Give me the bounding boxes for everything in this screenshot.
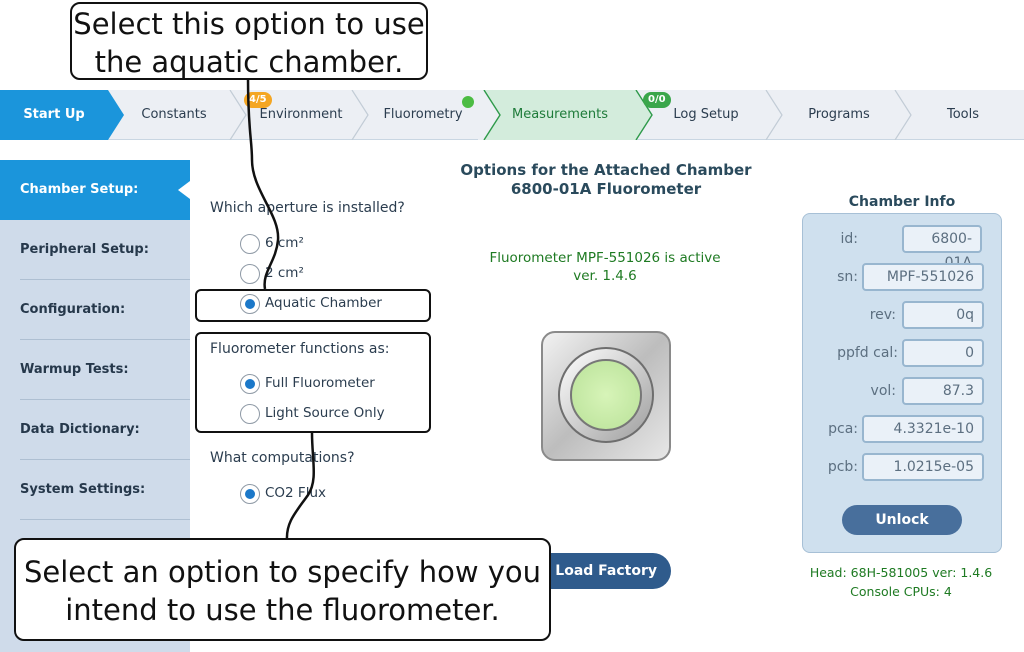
radio-label: Aquatic Chamber	[265, 295, 382, 311]
tab-constants[interactable]: Constants	[108, 90, 240, 140]
fluorometer-functions-highlight	[195, 332, 431, 433]
fluorometer-device-icon	[541, 331, 671, 461]
radio-button-selected[interactable]	[240, 294, 260, 314]
callout-text-line: Select this option to use	[73, 7, 425, 41]
fluorometer-status: Fluorometer MPF-551026 is active	[489, 250, 721, 266]
tab-log-setup[interactable]: Log Setup	[636, 90, 776, 140]
tab-measurements[interactable]: Measurements	[484, 90, 636, 140]
radio-button[interactable]	[240, 234, 260, 254]
tab-fluorometry-label: Fluorometry	[383, 107, 463, 122]
chevron-separator-icon	[894, 90, 912, 140]
info-value-pcb: 1.0215e-05	[862, 453, 984, 481]
info-value-rev: 0q	[902, 301, 984, 329]
chevron-separator-icon	[229, 90, 247, 140]
device-ring	[558, 347, 654, 443]
chevron-separator-icon	[105, 90, 124, 140]
sidebar-item-label: Data Dictionary:	[20, 422, 140, 437]
tab-programs[interactable]: Programs	[776, 90, 902, 140]
environment-badge: 4/5	[244, 92, 272, 108]
top-navigation: Start Up Constants Environment Fluoromet…	[0, 90, 1024, 140]
sidebar-item-chamber-setup[interactable]: Chamber Setup:	[0, 160, 190, 220]
callout-text-line: Select an option to specify how you	[23, 555, 542, 589]
head-version-info: Head: 68H-581005 ver: 1.4.6	[809, 565, 993, 580]
page-subtitle: 6800-01A Fluorometer	[510, 180, 702, 198]
callout-aquatic-chamber: Select this option to use the aquatic ch…	[70, 2, 428, 80]
sidebar-item-warmup-tests[interactable]: Warmup Tests:	[0, 340, 190, 400]
info-value-sn: MPF-551026	[862, 263, 984, 291]
chevron-separator-icon	[632, 90, 653, 140]
tab-programs-label: Programs	[808, 107, 870, 122]
tab-constants-label: Constants	[141, 107, 207, 122]
sidebar-divider	[20, 399, 190, 400]
aperture-question: Which aperture is installed?	[210, 200, 405, 216]
device-lens	[570, 359, 642, 431]
radio-button[interactable]	[240, 264, 260, 284]
page-title: Options for the Attached Chamber	[460, 161, 752, 179]
callout-fluorometer-function: Select an option to specify how you inte…	[14, 538, 551, 641]
sidebar-item-label: System Settings:	[20, 482, 146, 497]
tab-environment[interactable]: Environment	[240, 90, 362, 140]
sidebar-item-data-dictionary[interactable]: Data Dictionary:	[0, 400, 190, 460]
sidebar-divider	[20, 519, 190, 520]
radio-button-selected[interactable]	[240, 374, 260, 394]
tab-fluorometry[interactable]: Fluorometry	[362, 90, 484, 140]
active-pointer-icon	[178, 181, 190, 199]
sidebar-divider	[20, 339, 190, 340]
fluorometer-question: Fluorometer functions as:	[210, 341, 390, 357]
radio-label: 2 cm²	[265, 265, 304, 281]
info-label-vol: vol:	[870, 383, 896, 399]
chamber-info-title: Chamber Info	[848, 194, 956, 210]
info-label-id: id:	[840, 231, 859, 247]
aquatic-chamber-highlight	[195, 289, 431, 322]
info-label-ppfd-cal: ppfd cal:	[837, 345, 898, 361]
tab-start-up[interactable]: Start Up	[0, 90, 108, 140]
fluorometry-status-icon	[462, 96, 474, 108]
tab-start-up-label: Start Up	[23, 107, 85, 122]
sidebar-divider	[20, 279, 190, 280]
info-value-vol: 87.3	[902, 377, 984, 405]
tab-log-setup-label: Log Setup	[673, 107, 739, 122]
sidebar-divider	[20, 459, 190, 460]
radio-button-selected[interactable]	[240, 484, 260, 504]
radio-label: Full Fluorometer	[265, 375, 375, 391]
computations-question: What computations?	[210, 450, 355, 466]
sidebar-item-label: Peripheral Setup:	[20, 242, 149, 257]
sidebar-item-system-settings[interactable]: System Settings:	[0, 460, 190, 520]
callout-text-line: intend to use the fluorometer.	[65, 593, 500, 627]
sidebar-item-label: Configuration:	[20, 302, 126, 317]
chevron-separator-icon	[351, 90, 369, 140]
tab-tools[interactable]: Tools	[902, 90, 1024, 140]
sidebar-item-label: Chamber Setup:	[20, 182, 139, 197]
sidebar-item-peripheral-setup[interactable]: Peripheral Setup:	[0, 220, 190, 280]
info-label-pcb: pcb:	[827, 459, 858, 475]
info-value-ppfd-cal: 0	[902, 339, 984, 367]
console-cpus-info: Console CPUs: 4	[850, 584, 952, 599]
fluorometer-version: ver. 1.4.6	[573, 268, 637, 284]
info-label-sn: sn:	[837, 269, 858, 285]
unlock-button[interactable]: Unlock	[842, 505, 962, 535]
radio-label: 6 cm²	[265, 235, 304, 251]
log-setup-badge: 0/0	[643, 92, 671, 108]
info-label-rev: rev:	[869, 307, 896, 323]
tab-environment-label: Environment	[259, 107, 343, 122]
tab-measurements-label: Measurements	[511, 107, 609, 122]
sidebar-item-configuration[interactable]: Configuration:	[0, 280, 190, 340]
info-label-pca: pca:	[828, 421, 858, 437]
radio-button[interactable]	[240, 404, 260, 424]
chevron-separator-icon	[478, 90, 501, 140]
sidebar-item-label: Warmup Tests:	[20, 362, 129, 377]
radio-label: Light Source Only	[265, 405, 385, 421]
tab-tools-label: Tools	[946, 107, 980, 122]
chevron-separator-icon	[765, 90, 783, 140]
callout-text-line: the aquatic chamber.	[94, 45, 404, 79]
info-value-pca: 4.3321e-10	[862, 415, 984, 443]
